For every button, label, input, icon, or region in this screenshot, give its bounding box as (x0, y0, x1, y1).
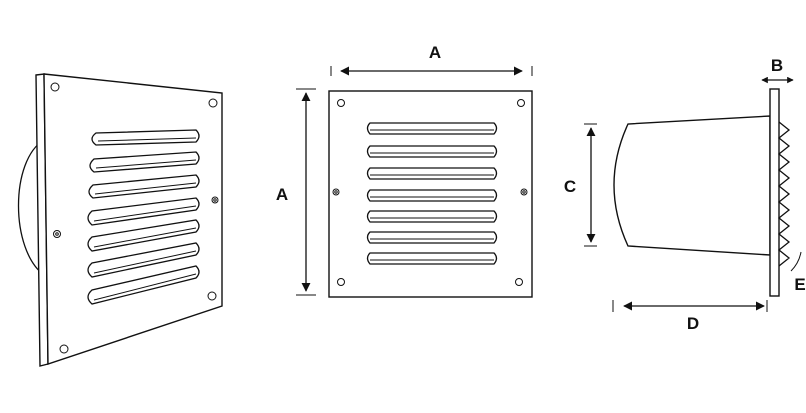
perspective-louvres (87, 129, 200, 305)
dimension-label-e: E (794, 275, 805, 294)
side-plate (769, 88, 780, 297)
screw-hole-center (522, 190, 526, 194)
screw-hole (332, 188, 340, 196)
dimension-e-leader (790, 251, 802, 272)
front-view: A A (276, 43, 533, 298)
dimension-label-b: B (771, 56, 783, 75)
side-spigot (613, 115, 771, 256)
screw-hole (208, 98, 218, 108)
screw-hole (337, 99, 345, 107)
screw-hole (515, 278, 523, 286)
screw-hole-center (334, 190, 338, 194)
dimension-label-a-width: A (429, 43, 441, 62)
perspective-spigot (17, 139, 45, 276)
screw-hole (50, 82, 60, 92)
dimension-label-d: D (687, 314, 699, 333)
screw-hole (337, 278, 345, 286)
screw-hole-center (55, 232, 59, 236)
screw-hole (53, 230, 61, 238)
dimension-label-c: C (564, 177, 576, 196)
perspective-view (17, 73, 223, 367)
screw-hole (211, 196, 219, 204)
screw-hole (520, 188, 528, 196)
front-plate (328, 90, 533, 298)
screw-hole (59, 344, 69, 354)
screw-hole (207, 291, 217, 301)
front-louvres (366, 122, 498, 265)
screw-hole-center (213, 198, 217, 202)
side-louvre-profile (777, 121, 791, 267)
side-view: C B D E (564, 56, 806, 333)
dimension-label-a-height: A (276, 185, 288, 204)
screw-hole (517, 99, 525, 107)
